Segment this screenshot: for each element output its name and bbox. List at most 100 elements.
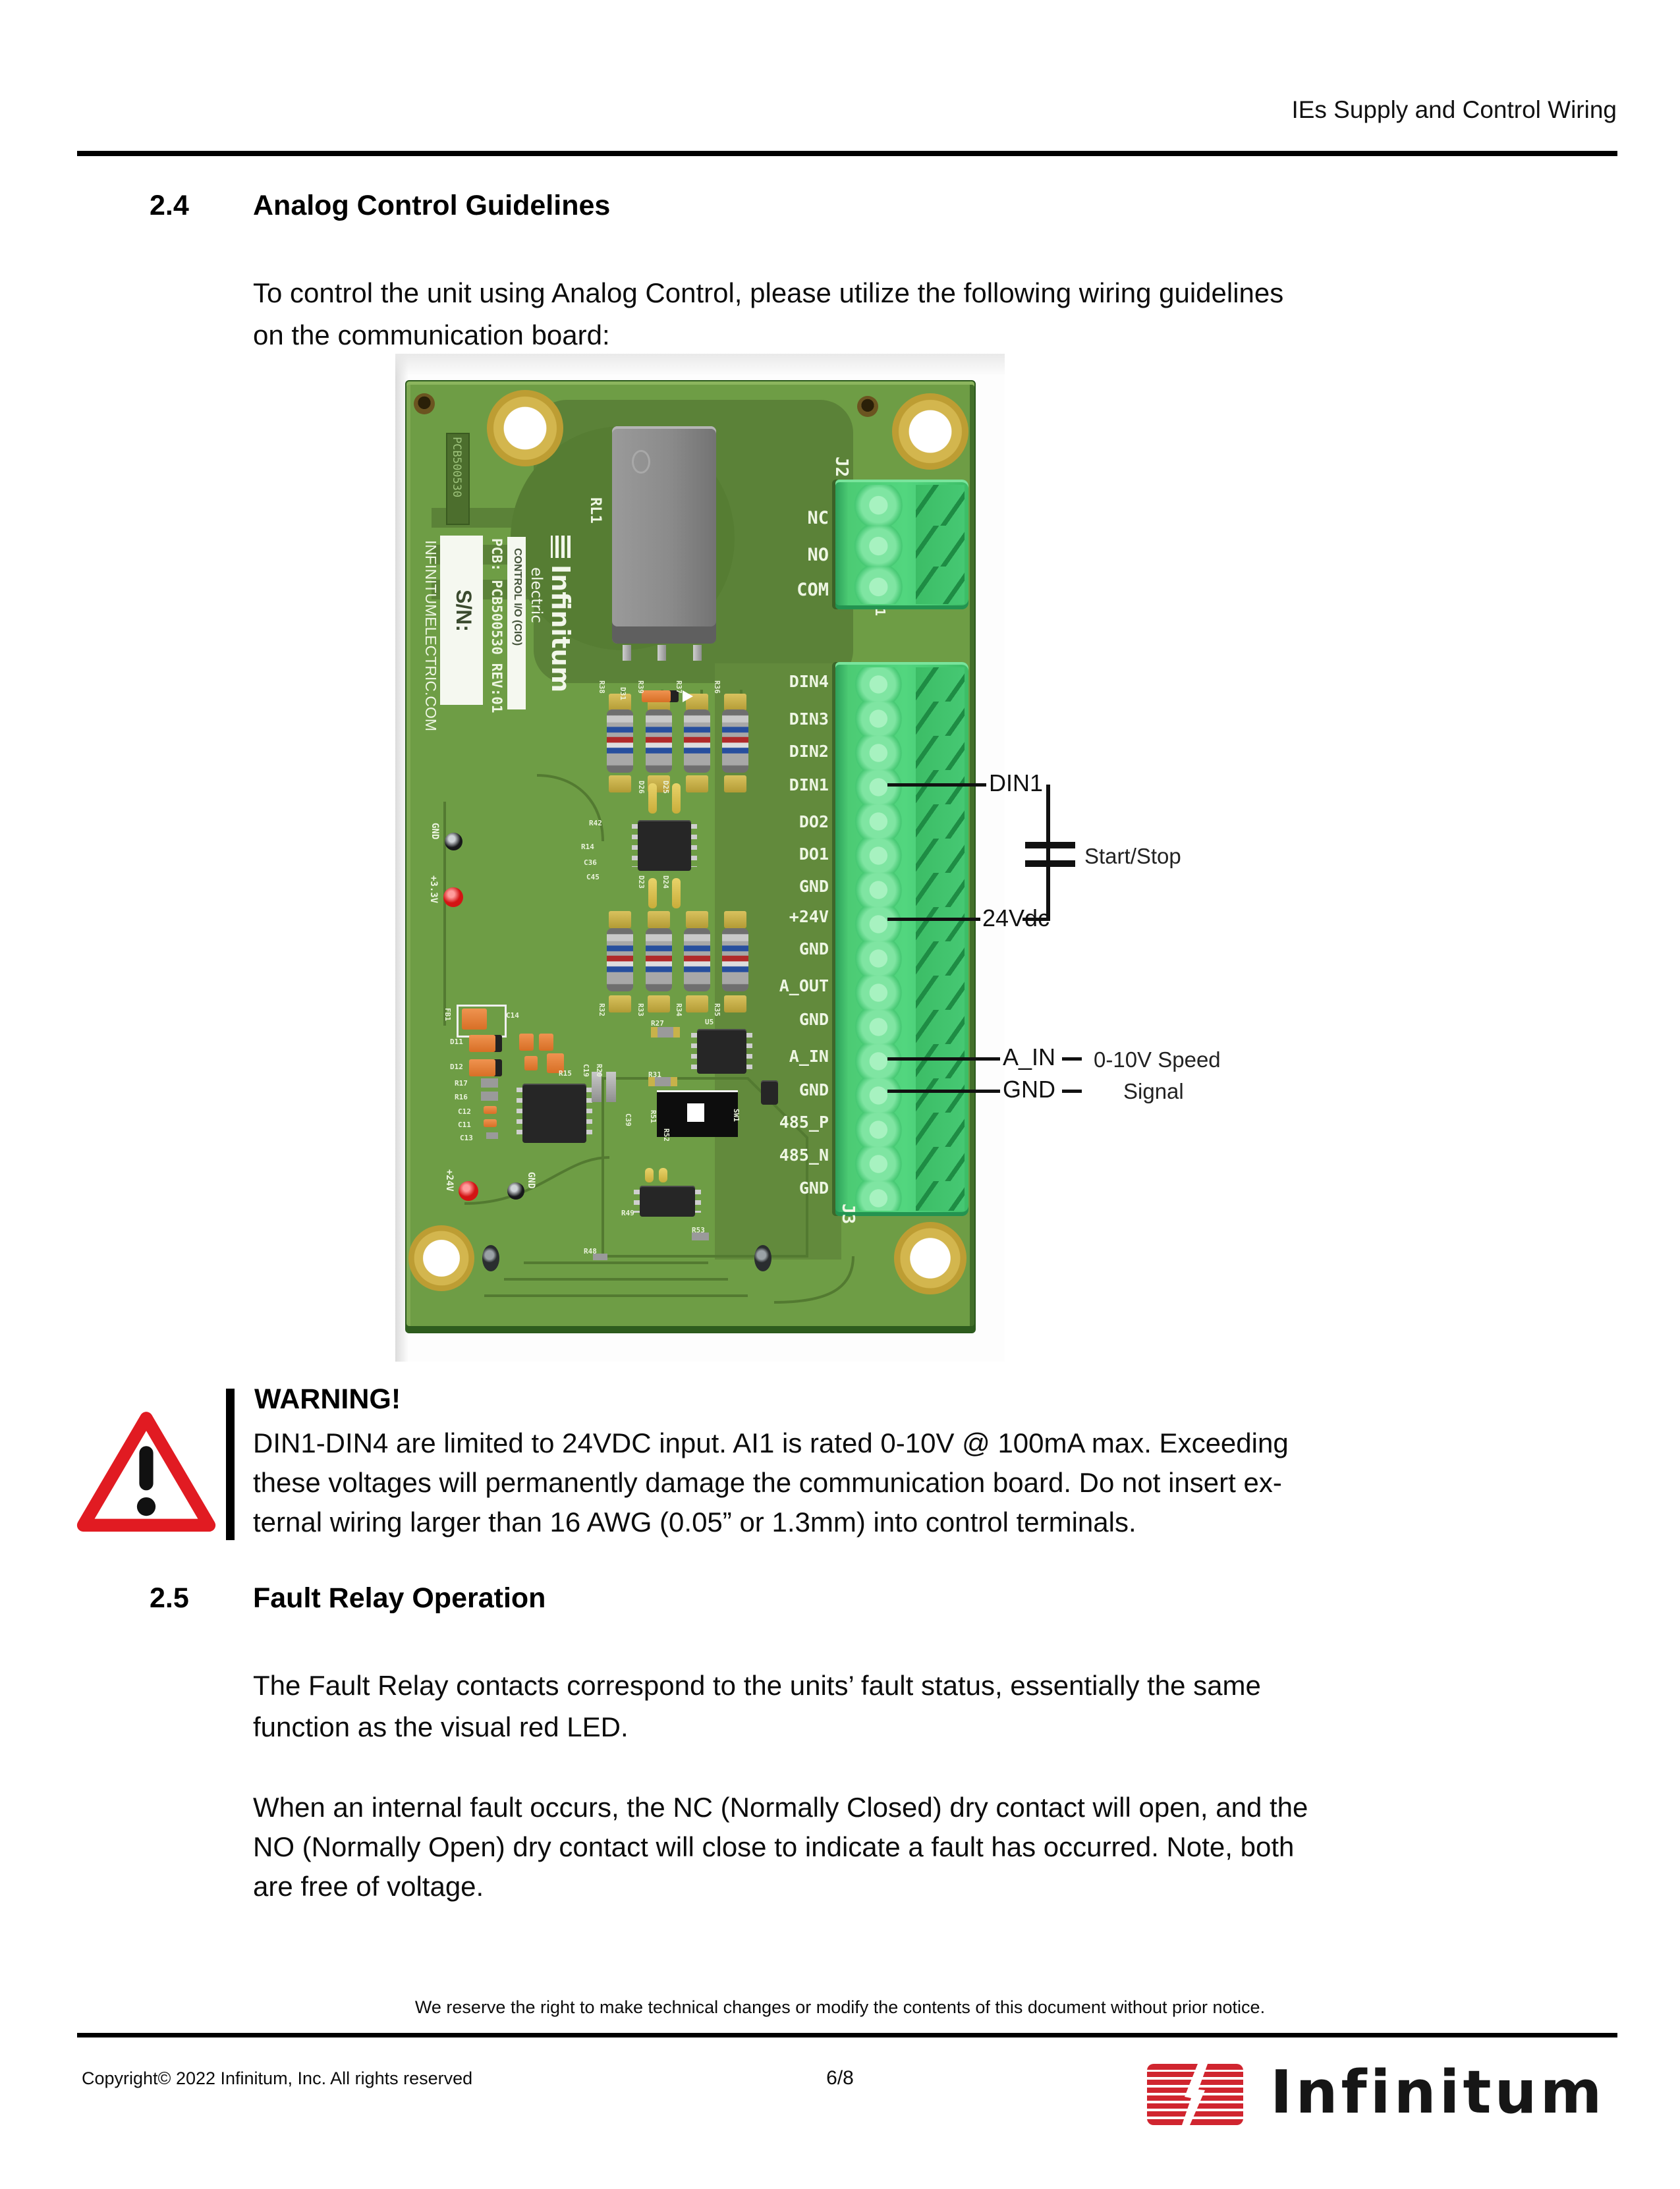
j3-wire-holes [838,667,916,1211]
ref-label: R48 [584,1247,597,1256]
header-rule [77,151,1617,156]
ref-label: R37 [675,680,683,694]
lead [645,1168,654,1182]
paragraph-line: are free of voltage. [253,1871,484,1902]
section-2-5-number: 2.5 [150,1582,189,1614]
capacitor [519,1034,534,1051]
section-2-5-title: Fault Relay Operation [253,1582,546,1614]
paragraph-line: The Fault Relay contacts correspond to t… [253,1670,1261,1701]
paragraph-line: To control the unit using Analog Control… [253,277,1284,308]
ref-label: C11 [458,1121,471,1129]
j3-pin-label: DO2 [798,812,829,831]
capacitor [539,1034,553,1051]
chip-resistor [692,1233,709,1240]
resistor-r31 [648,1077,677,1086]
capacitor [547,1053,564,1073]
callout-line-gnd [887,1090,1000,1093]
mount-hole [487,390,563,466]
ic-chip-u4 [634,1186,701,1217]
callout-gnd: GND [1003,1076,1055,1103]
brand-name: Infinitum [546,565,575,693]
callout-foot [1022,918,1050,921]
pcb-id-box [446,433,470,525]
ref-label: R39 [636,680,645,694]
ref-label: R31 [648,1070,661,1079]
testpoint-gnd2 [507,1182,524,1200]
warning-line: these voltages will permanently damage t… [253,1467,1282,1498]
ref-label: D26 [637,781,646,794]
resistor [646,709,672,773]
resistor [722,928,748,991]
solder-pad [648,911,670,928]
callout-ain: A_IN [1003,1043,1056,1070]
footer-notice: We reserve the right to make technical c… [414,1997,1266,2017]
mount-hole-small [414,393,435,414]
j3-pin-label: A_IN [789,1047,829,1066]
ref-label: R53 [692,1226,705,1234]
ref-label: R49 [621,1209,634,1217]
callout-24vdc: 24Vdc [982,904,1050,931]
chip-resistor [592,1072,602,1102]
resistor [607,709,633,773]
resistor [684,928,710,991]
ref-label: D23 [637,875,646,889]
chip-resistor [486,1132,498,1139]
callout-start-stop: Start/Stop [1084,844,1181,868]
callout-speed-1: 0-10V Speed [1094,1047,1221,1072]
warning-line: DIN1-DIN4 are limited to 24VDC input. AI… [253,1427,1289,1458]
ref-label: C14 [506,1011,519,1020]
contact-symbol-top [1025,842,1075,848]
solder-pad [609,995,631,1012]
chip-resistor [606,1072,616,1102]
j3-label: J3 [838,1204,858,1225]
capacitor [484,1106,497,1114]
diode-arrow [683,690,693,702]
ref-label: R52 [662,1128,671,1142]
chip-resistor [481,1092,498,1101]
relay-pin [658,645,666,661]
paragraph-line: NO (Normally Open) dry contact will clos… [253,1831,1295,1862]
ref-label: R27 [651,1019,664,1028]
callout-line-din1 [887,783,986,787]
website-text: INFINITUMELECTRIC.COM [422,540,439,732]
ref-label: R15 [559,1069,572,1078]
warning-line: ternal wiring larger than 16 AWG (0.05” … [253,1507,1136,1538]
ic-chip-u3 [517,1084,592,1143]
ref-label: R32 [598,1003,606,1016]
solder-pad [648,995,670,1012]
ref-label: FB1 [443,1008,452,1021]
warning-triangle-icon [76,1412,216,1532]
diode-d11 [469,1035,502,1052]
solder-pad [686,911,708,928]
section-2-4-title: Analog Control Guidelines [253,190,611,221]
testpoint-gnd2-label: GND [526,1172,536,1189]
ic-chip-u5 [691,1029,752,1074]
ref-label: R16 [455,1093,468,1101]
brand-sub: electric [528,567,545,623]
solder-pad [609,694,631,711]
capacitor [484,1119,497,1127]
terminal-block-j2 [835,480,968,609]
j2-wire-holes [838,485,916,604]
chip-resistor [593,1254,607,1260]
transistor [761,1080,778,1105]
j3-pin-label: GND [798,939,829,958]
warning-title: WARNING! [254,1383,401,1415]
mount-hole [892,393,968,470]
brand-stripes-icon [551,536,571,558]
j2-pin-label: NO [807,545,829,565]
ref-label: R35 [713,1003,721,1016]
ref-label: D11 [450,1038,463,1046]
footer-copyright: Copyright© 2022 Infinitum, Inc. All righ… [82,2068,473,2088]
j3-screws [916,667,965,1211]
control-io-text: CONTROL I/O (CIO) [512,548,523,646]
callout-wire [1046,867,1050,920]
terminal-block-j3 [835,662,968,1216]
paragraph-line: function as the visual red LED. [253,1711,629,1742]
diode-yellow [672,878,681,908]
diode-yellow [672,783,681,814]
j3-pin-label: DIN3 [789,709,829,729]
relay-label: RL1 [587,497,603,524]
